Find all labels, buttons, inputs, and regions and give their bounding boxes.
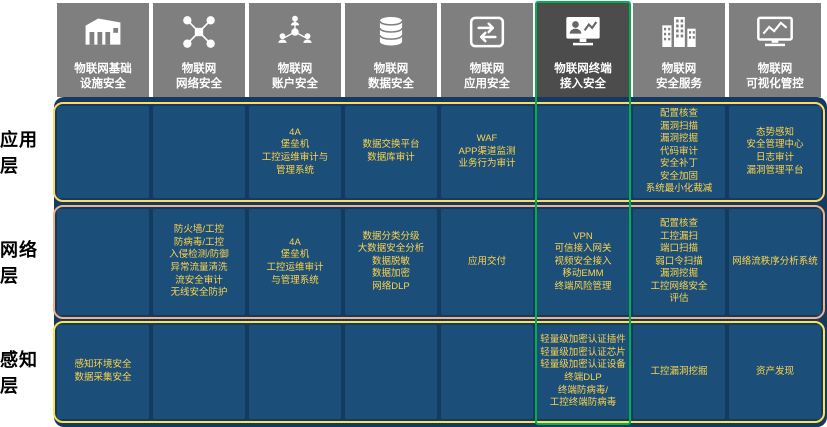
cell-perception-security-services: 工控漏洞挖掘 [633,325,725,419]
dashboard-monitor-icon [754,10,796,54]
cell-network-terminal-access: VPN 可信接入网关 视频安全接入 移动EMM 终端风险管理 [537,209,629,315]
cell-application-visual-management: 态势感知 安全管理中心 日志审计 漏洞管理平台 [729,106,821,198]
column-title: 物联网 网络安全 [176,63,222,90]
layer-band-application: 4A 堡垒机 工控运维审计与 管理系统 数据交换平台 数据库审计 WAF APP… [53,102,825,202]
cell-network-visual-management: 网络流秩序分析系统 [729,209,821,315]
terminal-monitor-icon [562,10,604,54]
column-title: 物联网 应用安全 [464,63,510,90]
column-title: 物联网 可视化管控 [746,63,804,90]
cell-perception-account [249,325,341,419]
column-header-application-security: 物联网 应用安全 [441,3,533,97]
cell-application-network [153,106,245,198]
cell-application-account: 4A 堡垒机 工控运维审计与 管理系统 [249,106,341,198]
cell-application-appsec: WAF APP渠道监测 业务行为审计 [441,106,533,198]
cell-application-infrastructure [57,106,149,198]
network-nodes-icon [179,10,219,54]
cell-application-data: 数据交换平台 数据库审计 [345,106,437,198]
user-accounts-icon [275,10,315,54]
column-header-data-security: 物联网 数据安全 [345,3,437,97]
cell-perception-infrastructure: 感知环境安全 数据采集安全 [57,325,149,419]
column-title: 物联网基础 设施安全 [74,63,132,90]
cell-perception-appsec [441,325,533,419]
cell-perception-network [153,325,245,419]
column-header-network-security: 物联网 网络安全 [153,3,245,97]
column-header-security-services: 物联网 安全服务 [633,3,725,97]
column-headers: 物联网基础 设施安全 物联网 网络安全 [57,3,821,97]
cell-perception-visual-management: 资产发现 [729,325,821,419]
cell-network-data: 数据分类分级 大数据安全分析 数据脱敏 数据加密 网络DLP [345,209,437,315]
cell-network-account: 4A 堡垒机 工控运维审计 与管理系统 [249,209,341,315]
cell-perception-data [345,325,437,419]
warehouse-icon [82,10,124,54]
layer-band-perception: 感知环境安全 数据采集安全 轻量级加密认证插件 轻量级加密认证芯片 轻量级加密认… [53,321,825,423]
column-header-terminal-access-security: 物联网终端 接入安全 [537,3,629,97]
column-title: 物联网 数据安全 [368,63,414,90]
column-title: 物联网 安全服务 [656,63,702,90]
cell-network-network: 防火墙/工控 防病毒/工控 入侵检测/防御 异常流量清洗 流安全审计 无线安全防… [153,209,245,315]
column-title: 物联网 账户安全 [272,63,318,90]
database-icon [372,10,410,54]
cell-perception-terminal-access: 轻量级加密认证插件 轻量级加密认证芯片 轻量级加密认证设备 终端DLP 终端防病… [537,325,629,419]
cell-network-security-services: 配置核查 工控漏扫 端口扫描 弱口令扫描 漏洞挖掘 工控网络安全 评估 [633,209,725,315]
city-buildings-icon [659,10,699,54]
column-header-infrastructure-security: 物联网基础 设施安全 [57,3,149,97]
cell-application-terminal-access [537,106,629,198]
layer-label-application: 应用层 [0,130,38,176]
column-title: 物联网终端 接入安全 [554,63,612,90]
cell-network-appsec: 应用交付 [441,209,533,315]
app-exchange-icon [467,10,507,54]
cell-application-security-services: 配置核查 漏洞扫描 漏洞挖掘 代码审计 安全补丁 安全加固 系统最小化裁减 [633,106,725,198]
cell-network-infrastructure [57,209,149,315]
layer-band-network: 防火墙/工控 防病毒/工控 入侵检测/防御 异常流量清洗 流安全审计 无线安全防… [53,205,825,319]
column-header-visual-management: 物联网 可视化管控 [729,3,821,97]
layer-label-perception: 感知层 [0,350,38,396]
layer-label-network: 网络层 [0,240,38,286]
column-header-account-security: 物联网 账户安全 [249,3,341,97]
